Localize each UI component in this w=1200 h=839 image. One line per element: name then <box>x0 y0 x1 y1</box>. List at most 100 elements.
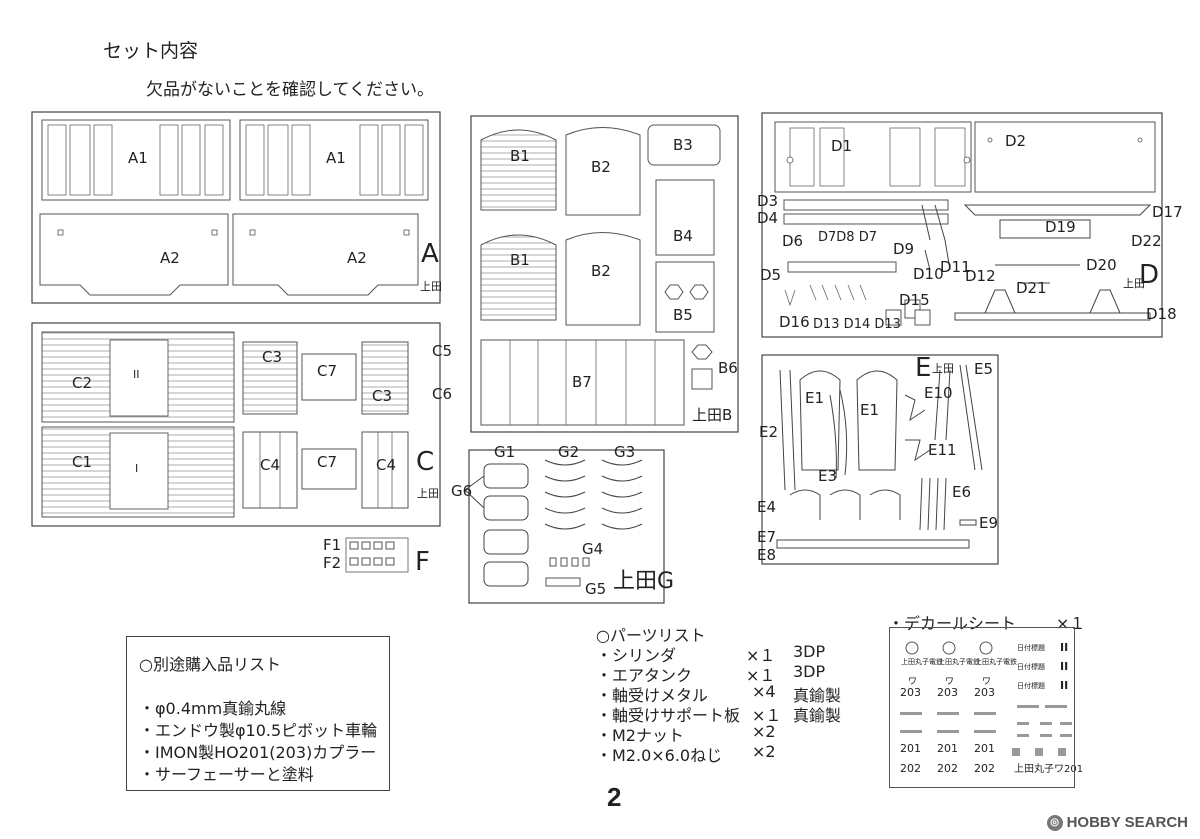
decal-mark: II <box>1060 679 1068 692</box>
part-label: E4 <box>757 498 776 516</box>
purchase-list-box: ○別途購入品リスト ・φ0.4mm真鍮丸線 ・エンドウ製φ10.5ピボット車輪 … <box>126 636 390 791</box>
part-label: D17 <box>1152 203 1183 221</box>
parts-list-item-name: ・エアタンク <box>596 666 693 685</box>
part-label: II <box>133 368 140 381</box>
decal-kana: ワ <box>982 677 991 687</box>
decal-mark: II <box>1060 641 1068 654</box>
parts-list-item-name: ・軸受けサポート板 <box>596 706 741 725</box>
sprue-c: C2 C1 C3 C3 C7 C7 C4 C4 C5 C6 II I C 上田 <box>31 322 452 527</box>
part-label: D21 <box>1016 279 1047 297</box>
decal-number: 203 <box>974 686 995 699</box>
part-label: E1 <box>860 401 879 419</box>
decal-kana: ワ <box>945 677 954 687</box>
decal-number: 202 <box>900 762 921 775</box>
part-label: B6 <box>718 359 738 377</box>
part-label: D18 <box>1146 305 1177 323</box>
part-label: E9 <box>979 514 998 532</box>
part-label: E10 <box>924 384 953 402</box>
sprue-b: B1 B2 B3 B1 B2 B4 B5 B6 B7 上田B <box>470 115 739 433</box>
parts-list-title: ○パーツリスト <box>596 626 706 645</box>
watermark: ◎ HOBBY SEARCH <box>1046 814 1188 831</box>
part-label: D12 <box>965 267 996 285</box>
decal-sheet-art: 上田丸子電鉄 上田丸子電鉄 上田丸子電鉄 ワ ワ ワ 203 203 203 日… <box>900 641 1083 775</box>
part-label: D10 <box>913 265 944 283</box>
sprue-tag: F <box>415 547 430 577</box>
hobbysearch-logo-icon: ◎ <box>1046 814 1063 831</box>
sprue-g: G1 G2 G3 G6 G4 G5 上田G <box>451 443 674 604</box>
part-label: D5 <box>760 266 781 284</box>
decal-number: 201 <box>974 742 995 755</box>
part-label: D4 <box>757 209 778 227</box>
part-label: F2 <box>323 554 341 572</box>
part-label: C5 <box>432 342 452 360</box>
decal-logo-text: 上田丸子電鉄 <box>901 657 943 666</box>
part-label: E2 <box>759 423 778 441</box>
part-label: D11 <box>940 258 971 276</box>
purchase-item: ・エンドウ製φ10.5ピボット車輪 <box>139 721 378 740</box>
part-label: G1 <box>494 443 515 461</box>
decal-sheet <box>889 627 1075 788</box>
decal-number: 203 <box>937 686 958 699</box>
part-label: G4 <box>582 540 603 558</box>
decal-number: 201 <box>937 742 958 755</box>
decal-title: ・デカールシート <box>888 614 1017 633</box>
part-label: C3 <box>262 348 282 366</box>
part-label: D19 <box>1045 218 1076 236</box>
part-label: C3 <box>372 387 392 405</box>
part-label: B4 <box>673 227 693 245</box>
decal-small: 日付標題 <box>1017 681 1045 690</box>
parts-list-item-qty: ×2 <box>752 722 776 741</box>
part-label: B3 <box>673 136 693 154</box>
sprue-tag: 上田B <box>692 406 732 424</box>
part-label: E6 <box>952 483 971 501</box>
purchase-list-title: ○別途購入品リスト <box>139 655 281 674</box>
decal-mark: II <box>1060 660 1068 673</box>
decal-number: 202 <box>974 762 995 775</box>
page-title: セット内容 <box>103 40 199 62</box>
part-label: D3 <box>757 192 778 210</box>
sprue-tag: C <box>416 447 434 477</box>
part-label: F1 <box>323 536 341 554</box>
sprue-tag-sub: 上田 <box>420 280 442 293</box>
decal-small: 日付標題 <box>1017 643 1045 652</box>
decal-qty: ×１ <box>1056 614 1086 633</box>
page-number: 2 <box>607 782 622 812</box>
part-label: D9 <box>893 240 914 258</box>
part-label: I <box>135 462 138 475</box>
parts-list-item-qty: ×4 <box>752 682 776 701</box>
decal-small: 日付標題 <box>1017 662 1045 671</box>
sprue-f: F1 F2 F <box>323 536 430 577</box>
parts-list-item-name: ・M2ナット <box>596 726 684 745</box>
part-label: E7 <box>757 528 776 546</box>
part-label: E11 <box>928 441 957 459</box>
part-label: E3 <box>818 467 837 485</box>
part-label: D6 <box>782 232 803 250</box>
instruction-text: 欠品がないことを確認してください。 <box>146 80 434 100</box>
sprue-e: E1 E1 E2 E3 E4 E5 E6 E7 E8 E9 E10 E11 E … <box>757 353 999 565</box>
purchase-item: ・IMON製HO201(203)カプラー <box>139 743 377 762</box>
parts-list-item-material: 真鍮製 <box>793 686 842 705</box>
parts-list-item-name: ・M2.0×6.0ねじ <box>596 746 723 765</box>
sprue-tag-sub: 上田 <box>1123 277 1145 290</box>
sprue-tag: 上田G <box>613 569 674 594</box>
part-label: E5 <box>974 360 993 378</box>
decal-logo-text: 上田丸子電鉄 <box>938 657 980 666</box>
part-label: C4 <box>376 456 396 474</box>
sprue-tag-sub: 上田 <box>417 487 439 500</box>
part-label: D2 <box>1005 132 1026 150</box>
part-label: C6 <box>432 385 452 403</box>
part-label: C4 <box>260 456 280 474</box>
part-label: C7 <box>317 453 337 471</box>
decal-logo-text: 上田丸子電鉄 <box>975 657 1017 666</box>
part-label: B7 <box>572 373 592 391</box>
part-label: C2 <box>72 374 92 392</box>
part-label: D22 <box>1131 232 1162 250</box>
sprue-tag: A <box>421 239 439 269</box>
parts-list-item-material: 3DP <box>793 642 826 661</box>
sprue-d: D1 D2 D3 D4 D6 D7D8 D7 D9 D5 D10 D11 D12… <box>757 112 1183 338</box>
part-label: B2 <box>591 262 611 280</box>
sprue-a: A1 A1 A2 A2 A 上田 <box>31 111 442 304</box>
watermark-brand: HOBBY SEARCH <box>1066 814 1188 831</box>
part-label: D20 <box>1086 256 1117 274</box>
